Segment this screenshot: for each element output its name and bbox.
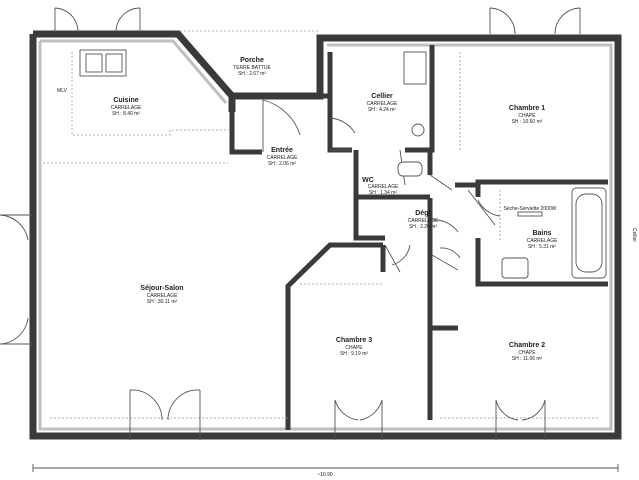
svg-text:Porche: Porche (240, 57, 264, 64)
svg-text:CARRELAGE: CARRELAGE (147, 293, 179, 299)
cellier-side-label: Cellier (631, 228, 637, 243)
room-chambre-3: Chambre 3 CHAPE SH : 9.19 m² (336, 337, 372, 357)
mlv-label: MLV (57, 88, 68, 94)
svg-text:TERRE BATTUE: TERRE BATTUE (233, 65, 271, 71)
svg-text:SH : 2.67 m²: SH : 2.67 m² (238, 71, 266, 77)
svg-text:CARRELAGE: CARRELAGE (111, 105, 143, 111)
svg-text:Entrée: Entrée (271, 147, 293, 154)
svg-text:SH : 5.31 m²: SH : 5.31 m² (528, 244, 556, 250)
interior-walls (229, 45, 608, 430)
bath-sink (501, 257, 529, 279)
svg-text:Dégt: Dégt (415, 210, 431, 217)
room-labels: Porche TERRE BATTUE SH : 2.67 m² Cuisine… (111, 57, 559, 362)
svg-text:Séjour-Salon: Séjour-Salon (140, 285, 183, 292)
svg-text:Cellier: Cellier (371, 93, 393, 100)
svg-text:SH : 1.34 m²: SH : 1.34 m² (369, 190, 397, 196)
svg-text:SH : 2.06 m²: SH : 2.06 m² (268, 161, 296, 167)
room-sejour-salon: Séjour-Salon CARRELAGE SH : 30.11 m² (140, 285, 183, 305)
svg-text:Chambre 1: Chambre 1 (509, 105, 545, 112)
room-wc: WC CARRELAGE SH : 1.34 m² (362, 177, 399, 196)
svg-text:CHAPE: CHAPE (345, 345, 363, 351)
room-porche: Porche TERRE BATTUE SH : 2.67 m² (233, 57, 271, 77)
svg-text:CARRELAGE: CARRELAGE (267, 155, 299, 161)
width-dimension: ~10.90 (317, 472, 333, 478)
svg-text:SH : 9.19 m²: SH : 9.19 m² (340, 351, 368, 357)
annotations: MLV Sèche-Serviette 2000W Cellier ~10.90 (32, 88, 637, 478)
svg-text:CHAPE: CHAPE (518, 350, 536, 356)
svg-text:CARRELAGE: CARRELAGE (367, 101, 399, 107)
svg-text:Chambre 2: Chambre 2 (509, 342, 545, 349)
room-chambre-2: Chambre 2 CHAPE SH : 11.06 m² (509, 342, 545, 362)
wc-toilet (397, 161, 423, 177)
doors (0, 7, 581, 440)
room-cellier: Cellier CARRELAGE SH : 4.24 m² (367, 93, 399, 113)
svg-text:SH : 11.06 m²: SH : 11.06 m² (512, 356, 543, 362)
svg-text:SH : 8.40 m²: SH : 8.40 m² (112, 111, 140, 117)
svg-text:SH : 4.24 m²: SH : 4.24 m² (368, 107, 396, 113)
cellier-boiler (411, 123, 425, 137)
room-chambre-1: Chambre 1 CHAPE SH : 10.60 m² (509, 105, 545, 125)
room-cuisine: Cuisine CARRELAGE SH : 8.40 m² (111, 97, 143, 117)
dashed-lines (43, 30, 600, 419)
svg-text:Chambre 3: Chambre 3 (336, 337, 372, 344)
svg-text:CARRELAGE: CARRELAGE (368, 184, 400, 190)
cellier-appliance (403, 51, 427, 85)
svg-text:WC: WC (362, 177, 374, 184)
room-degt: Dégt CARRELAGE SH : 2.20 m² (408, 210, 440, 230)
svg-text:SH : 10.60 m²: SH : 10.60 m² (512, 119, 543, 125)
svg-text:CARRELAGE: CARRELAGE (527, 238, 559, 244)
svg-text:Bains: Bains (532, 230, 551, 237)
svg-text:CHAPE: CHAPE (518, 113, 536, 119)
towel-dryer (517, 211, 543, 217)
fixtures (79, 49, 607, 279)
svg-text:Cuisine: Cuisine (113, 97, 138, 104)
room-bains: Bains CARRELAGE SH : 5.31 m² (527, 230, 559, 250)
svg-text:SH : 2.20 m²: SH : 2.20 m² (409, 224, 437, 230)
room-entree: Entrée CARRELAGE SH : 2.06 m² (267, 147, 299, 167)
seche-serviette-label: Sèche-Serviette 2000W (504, 206, 557, 212)
svg-text:SH : 30.11 m²: SH : 30.11 m² (147, 299, 178, 305)
svg-text:CARRELAGE: CARRELAGE (408, 218, 440, 224)
